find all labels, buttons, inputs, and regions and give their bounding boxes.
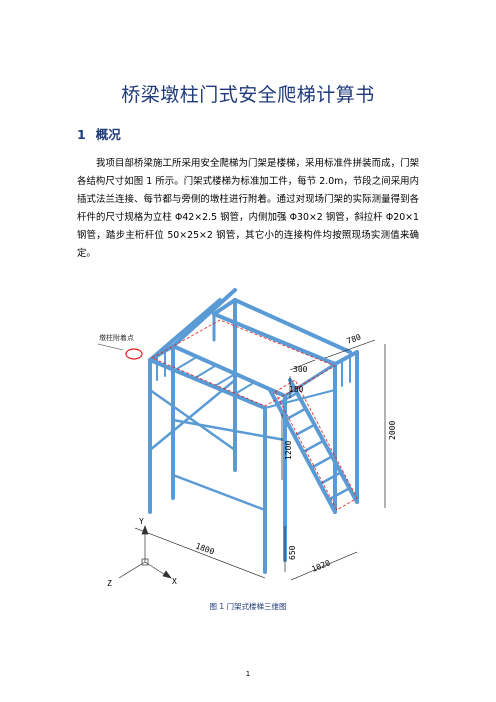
section-heading-text: 概况 — [95, 127, 121, 142]
dim-300: 300 — [293, 365, 308, 374]
dim-1200: 1200 — [284, 441, 293, 460]
axis-x-label: X — [172, 577, 177, 586]
section-heading: 1 概况 — [77, 124, 121, 143]
ladder-3d-figure: 墩柱附着点 780 300 180 2000 1200 650 1800 102… — [97, 288, 397, 588]
document-title: 桥梁墩柱门式安全爬梯计算书 — [121, 84, 375, 106]
axis-z-label: Z — [107, 579, 112, 588]
coordinate-axes — [118, 525, 172, 579]
figure-caption: 图 1 门架式楼梯三维图 — [209, 602, 287, 611]
page-number: 1 — [245, 670, 251, 678]
attachment-point-marker — [125, 348, 143, 360]
attachment-point-label: 墩柱附着点 — [99, 333, 134, 342]
section-number: 1 — [77, 127, 86, 142]
dim-1800: 1800 — [194, 541, 215, 556]
dim-1020: 1020 — [310, 558, 331, 574]
dim-2000: 2000 — [388, 421, 397, 440]
body-paragraph: 我项目部桥梁施工所采用安全爬梯为门架是楼梯，采用标准件拼装而成，门架各结构尺寸如… — [77, 158, 419, 259]
dim-180: 180 — [289, 385, 304, 394]
dim-650: 650 — [288, 545, 297, 560]
dim-780: 780 — [346, 332, 363, 345]
axis-y-label: Y — [139, 517, 144, 526]
